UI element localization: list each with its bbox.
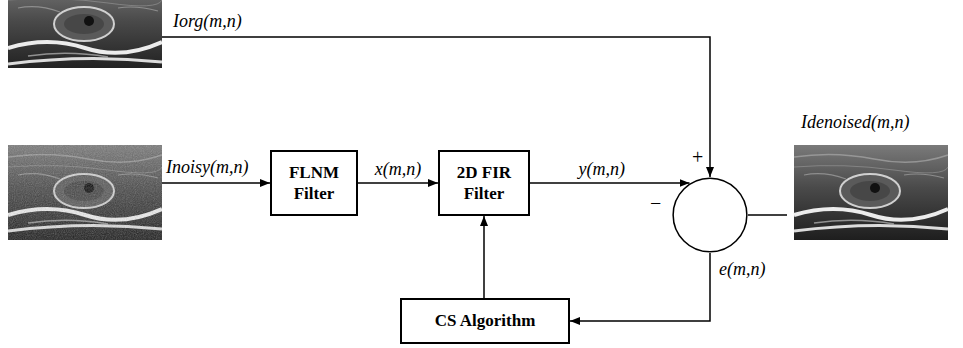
signal-arrow (358, 182, 438, 184)
box-text: CS Algorithm (410, 310, 560, 331)
noisy-image (8, 145, 162, 240)
denoised-image (794, 145, 948, 240)
signal-name: Iorg(m,n) (172, 11, 243, 32)
sign-mark: − (650, 192, 661, 214)
signal-name: Inoisy(m,n) (165, 157, 249, 178)
signal-arrow (570, 253, 710, 321)
reference-wire (162, 37, 710, 177)
summing-junction: +− (672, 177, 748, 253)
filter-box: 2D FIR Filter (438, 150, 530, 216)
box-text: FLNM Filter (280, 162, 348, 205)
output-wire (748, 214, 787, 216)
sign-mark: + (692, 146, 703, 168)
signal-arrow (483, 216, 485, 298)
signal-name: x(m,n) (374, 159, 422, 180)
algorithm-box: CS Algorithm (400, 298, 570, 344)
input-wire (162, 182, 270, 184)
box-text: 2D FIR Filter (448, 162, 520, 205)
signal-arrow (530, 182, 690, 184)
junction-outline (672, 177, 748, 253)
signal-name: y(m,n) (578, 159, 626, 180)
original-image (8, 0, 162, 73)
filter-box: FLNM Filter (270, 150, 358, 216)
signal-name: e(m,n) (718, 259, 766, 280)
signal-name: Idenoised(m,n) (800, 112, 910, 133)
